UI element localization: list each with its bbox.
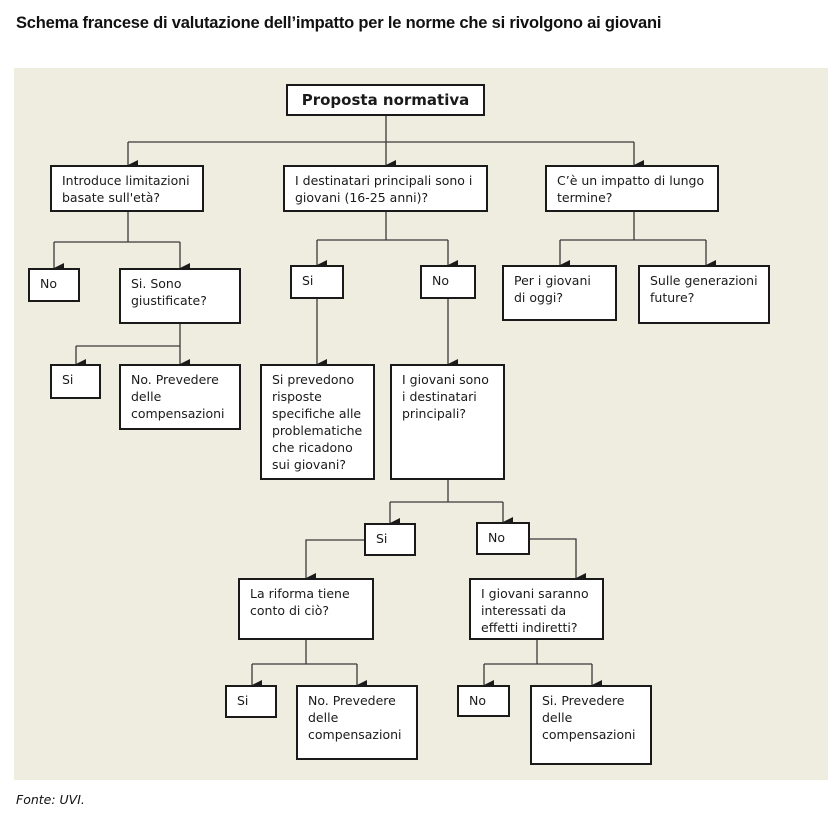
main-target-no-box: No — [420, 265, 476, 299]
specific-responses-box: Si prevedono risposte specifiche alle pr… — [260, 364, 375, 480]
connector — [390, 480, 503, 503]
connector — [54, 212, 180, 243]
justified-no-box: No. Prevedere delle compensazioni — [119, 364, 241, 430]
long-term-box: C’è un impatto di lungo termine? — [545, 165, 719, 212]
connector — [305, 539, 364, 583]
age-yes-justified-box: Si. Sono giustificate? — [119, 268, 241, 324]
recipients-no-box: No — [476, 522, 530, 555]
connector — [530, 538, 586, 583]
main-target-box: I destinatari principali sono i giovani … — [283, 165, 488, 212]
youth-main-recipients-box: I giovani sono i destinatari principali? — [390, 364, 505, 480]
root-box: Proposta normativa — [286, 84, 485, 116]
source-note: Fonte: UVI. — [16, 792, 85, 807]
main-target-yes-box: Si — [290, 265, 344, 299]
page-title: Schema francese di valutazione dell’impa… — [16, 14, 662, 32]
justified-yes-box: Si — [50, 364, 101, 399]
indirect-effects-box: I giovani saranno interessati da effetti… — [469, 578, 604, 640]
connector — [560, 212, 706, 241]
indirect-yes-box: Si. Prevedere delle compensazioni — [530, 685, 652, 765]
reform-yes-box: Si — [225, 685, 277, 718]
connector — [484, 640, 592, 665]
age-no-box: No — [28, 268, 80, 302]
future-generations-box: Sulle generazioni future? — [638, 265, 770, 324]
recipients-yes-box: Si — [364, 523, 416, 556]
connector — [317, 212, 448, 241]
reform-no-box: No. Prevedere delle compensazioni — [296, 685, 418, 760]
reform-accounts-box: La riforma tiene conto di ciò? — [238, 578, 374, 640]
age-limits-box: Introduce limitazioni basate sull'età? — [50, 165, 204, 212]
indirect-no-box: No — [457, 685, 510, 717]
connector — [76, 324, 181, 347]
today-youth-box: Per i giovani di oggi? — [502, 265, 617, 321]
connector — [252, 640, 357, 665]
